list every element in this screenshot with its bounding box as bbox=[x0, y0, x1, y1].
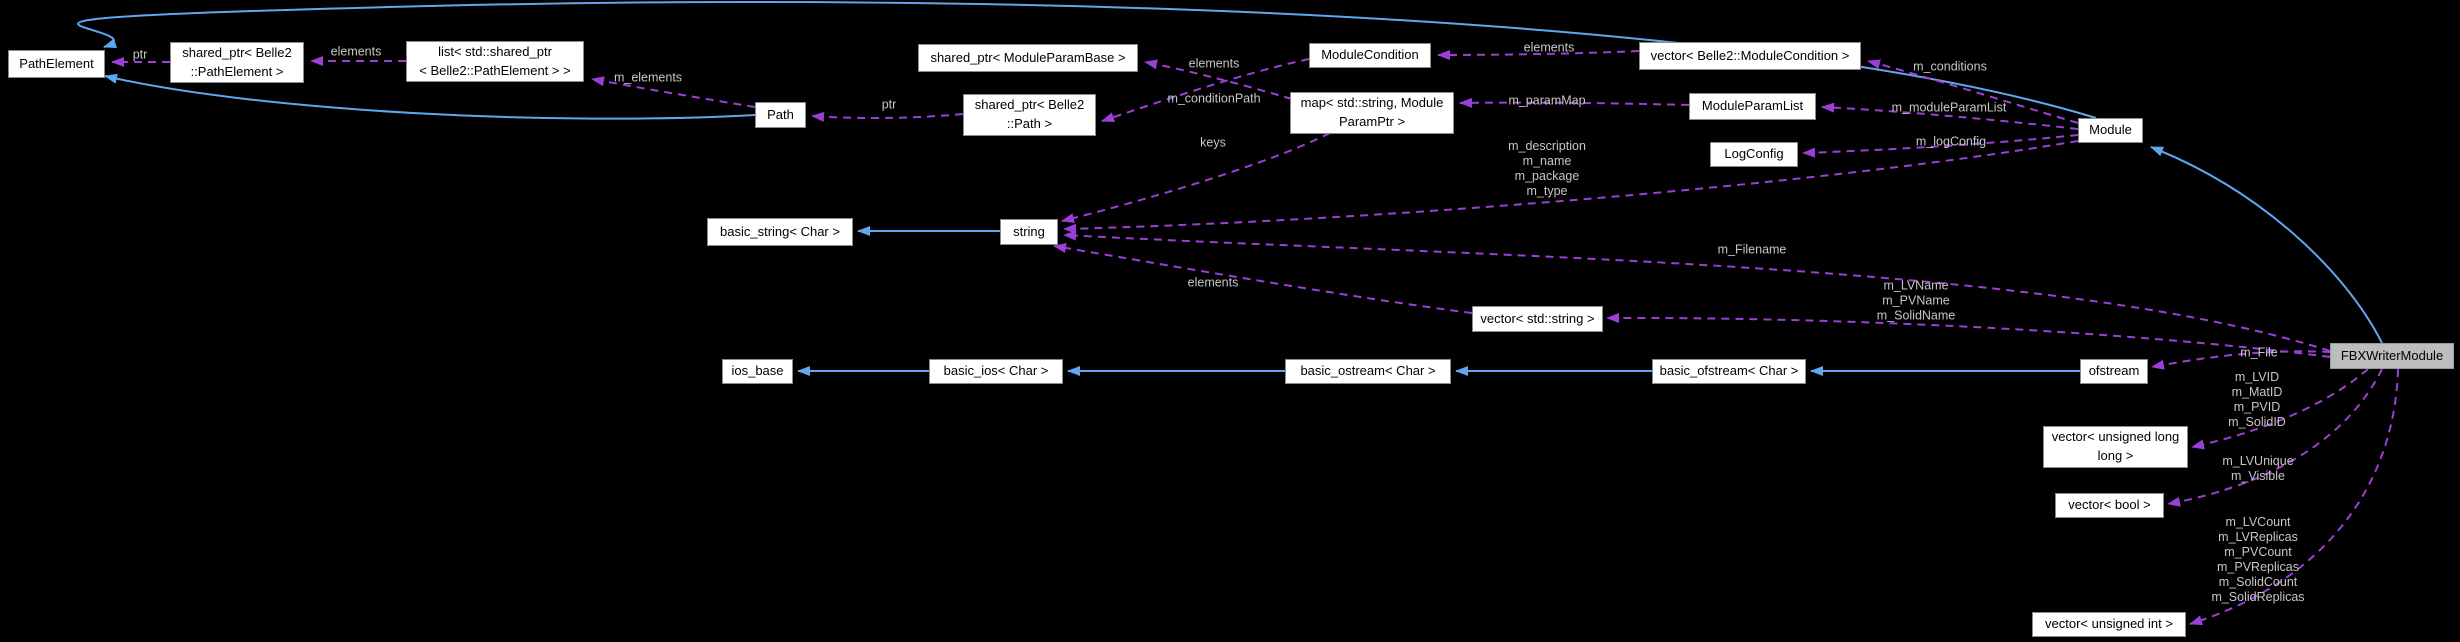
edge-fbxwriter-m-lvid bbox=[2191, 368, 2369, 450]
node-vector-unsigned-int[interactable]: vector< unsigned int > bbox=[2032, 612, 2186, 637]
edge-vector-modulecondition-elements bbox=[1437, 49, 1640, 60]
edge-fbxwriter-m-lvcount bbox=[2189, 368, 2399, 626]
edge-label-keys: keys bbox=[1200, 135, 1226, 150]
edge-module-m-moduleparamlist bbox=[1821, 102, 2079, 130]
node-ofstream[interactable]: ofstream bbox=[2080, 359, 2148, 384]
node-module-condition[interactable]: ModuleCondition bbox=[1309, 43, 1431, 68]
edge-moduleparamlist-m-parammap bbox=[1459, 97, 1690, 108]
node-path[interactable]: Path bbox=[755, 102, 806, 128]
edge-fbxwriter-m-filename bbox=[1063, 230, 2331, 352]
node-shared-ptr-module-param-base[interactable]: shared_ptr< ModuleParamBase > bbox=[918, 44, 1138, 72]
edge-map-keys bbox=[1061, 132, 1331, 223]
node-vector-std-string[interactable]: vector< std::string > bbox=[1472, 306, 1603, 332]
edge-fbxwriter-m-file bbox=[2151, 350, 2331, 370]
edge-label-m-elements: m_elements bbox=[613, 70, 683, 85]
edge-label-m-parammap: m_paramMap bbox=[1508, 93, 1586, 108]
node-module[interactable]: Module bbox=[2078, 118, 2143, 143]
edge-label-m-filename: m_Filename bbox=[1717, 242, 1787, 257]
node-map-string-module-param-ptr[interactable]: map< std::string, Module ParamPtr > bbox=[1290, 92, 1454, 134]
edge-label-m-lvcount-group: m_LVCount m_LVReplicas m_PVCount m_PVRep… bbox=[2211, 515, 2305, 604]
node-shared-ptr-belle2-path[interactable]: shared_ptr< Belle2 ::Path > bbox=[963, 94, 1096, 136]
node-path-element[interactable]: PathElement bbox=[8, 50, 105, 78]
edge-label-m-lvunique-group: m_LVUnique m_Visible bbox=[2222, 454, 2294, 483]
edge-label-m-conditions: m_conditions bbox=[1913, 59, 1987, 74]
node-basic-ofstream-char[interactable]: basic_ofstream< Char > bbox=[1652, 359, 1806, 384]
edge-vector-string-elements bbox=[1053, 243, 1473, 314]
edge-label-elements-vector-mc: elements bbox=[1523, 40, 1575, 55]
edge-fbxwriter-m-lvunique bbox=[2167, 368, 2383, 507]
edge-label-m-conditionpath: m_conditionPath bbox=[1167, 91, 1261, 106]
edge-label-m-file: m_File bbox=[2240, 345, 2278, 360]
edge-path-inherits-pathelement bbox=[104, 73, 756, 120]
edge-module-m-logconfig bbox=[1802, 134, 2079, 158]
node-vector-unsigned-long-long[interactable]: vector< unsigned long long > bbox=[2043, 426, 2188, 468]
edge-sharedptr-path-ptr bbox=[811, 111, 964, 122]
node-basic-ios-char[interactable]: basic_ios< Char > bbox=[929, 359, 1063, 384]
edge-label-m-description-group: m_description m_name m_package m_type bbox=[1508, 139, 1586, 198]
edge-label-m-lvid-group: m_LVID m_MatID m_PVID m_SolidID bbox=[2228, 370, 2286, 429]
node-vector-module-condition[interactable]: vector< Belle2::ModuleCondition > bbox=[1639, 42, 1861, 70]
edge-label-ptr-path: ptr bbox=[881, 97, 897, 112]
node-fbx-writer-module: FBXWriterModule bbox=[2330, 343, 2454, 369]
edge-module-m-description bbox=[1063, 140, 2079, 234]
node-basic-ostream-char[interactable]: basic_ostream< Char > bbox=[1285, 359, 1451, 384]
node-ios-base[interactable]: ios_base bbox=[722, 359, 793, 384]
node-basic-string-char[interactable]: basic_string< Char > bbox=[707, 218, 853, 246]
edge-label-m-logconfig: m_logConfig bbox=[1915, 134, 1987, 149]
node-shared-ptr-path-element[interactable]: shared_ptr< Belle2 ::PathElement > bbox=[170, 42, 304, 83]
edge-fbxwriter-m-lvname bbox=[1606, 312, 2331, 358]
node-vector-bool[interactable]: vector< bool > bbox=[2055, 493, 2164, 518]
node-string[interactable]: string bbox=[1000, 219, 1058, 245]
edge-map-elements bbox=[1144, 59, 1293, 100]
edge-label-m-lvname-group: m_LVName m_PVName m_SolidName bbox=[1876, 278, 1956, 323]
node-module-param-list[interactable]: ModuleParamList bbox=[1689, 93, 1816, 120]
edge-label-elements-map: elements bbox=[1188, 56, 1240, 71]
node-log-config[interactable]: LogConfig bbox=[1710, 142, 1798, 167]
edge-label-m-moduleparamlist: m_moduleParamList bbox=[1891, 100, 2007, 115]
edge-fbxwriter-inherits-module bbox=[2150, 146, 2383, 344]
node-list-shared-ptr-path-element[interactable]: list< std::shared_ptr < Belle2::PathElem… bbox=[406, 41, 584, 82]
edge-label-elements-vector-string: elements bbox=[1187, 275, 1239, 290]
edge-label-ptr-pathelement: ptr bbox=[132, 47, 148, 62]
edge-path-m-elements bbox=[591, 76, 756, 108]
edge-label-elements-list: elements bbox=[330, 44, 382, 59]
